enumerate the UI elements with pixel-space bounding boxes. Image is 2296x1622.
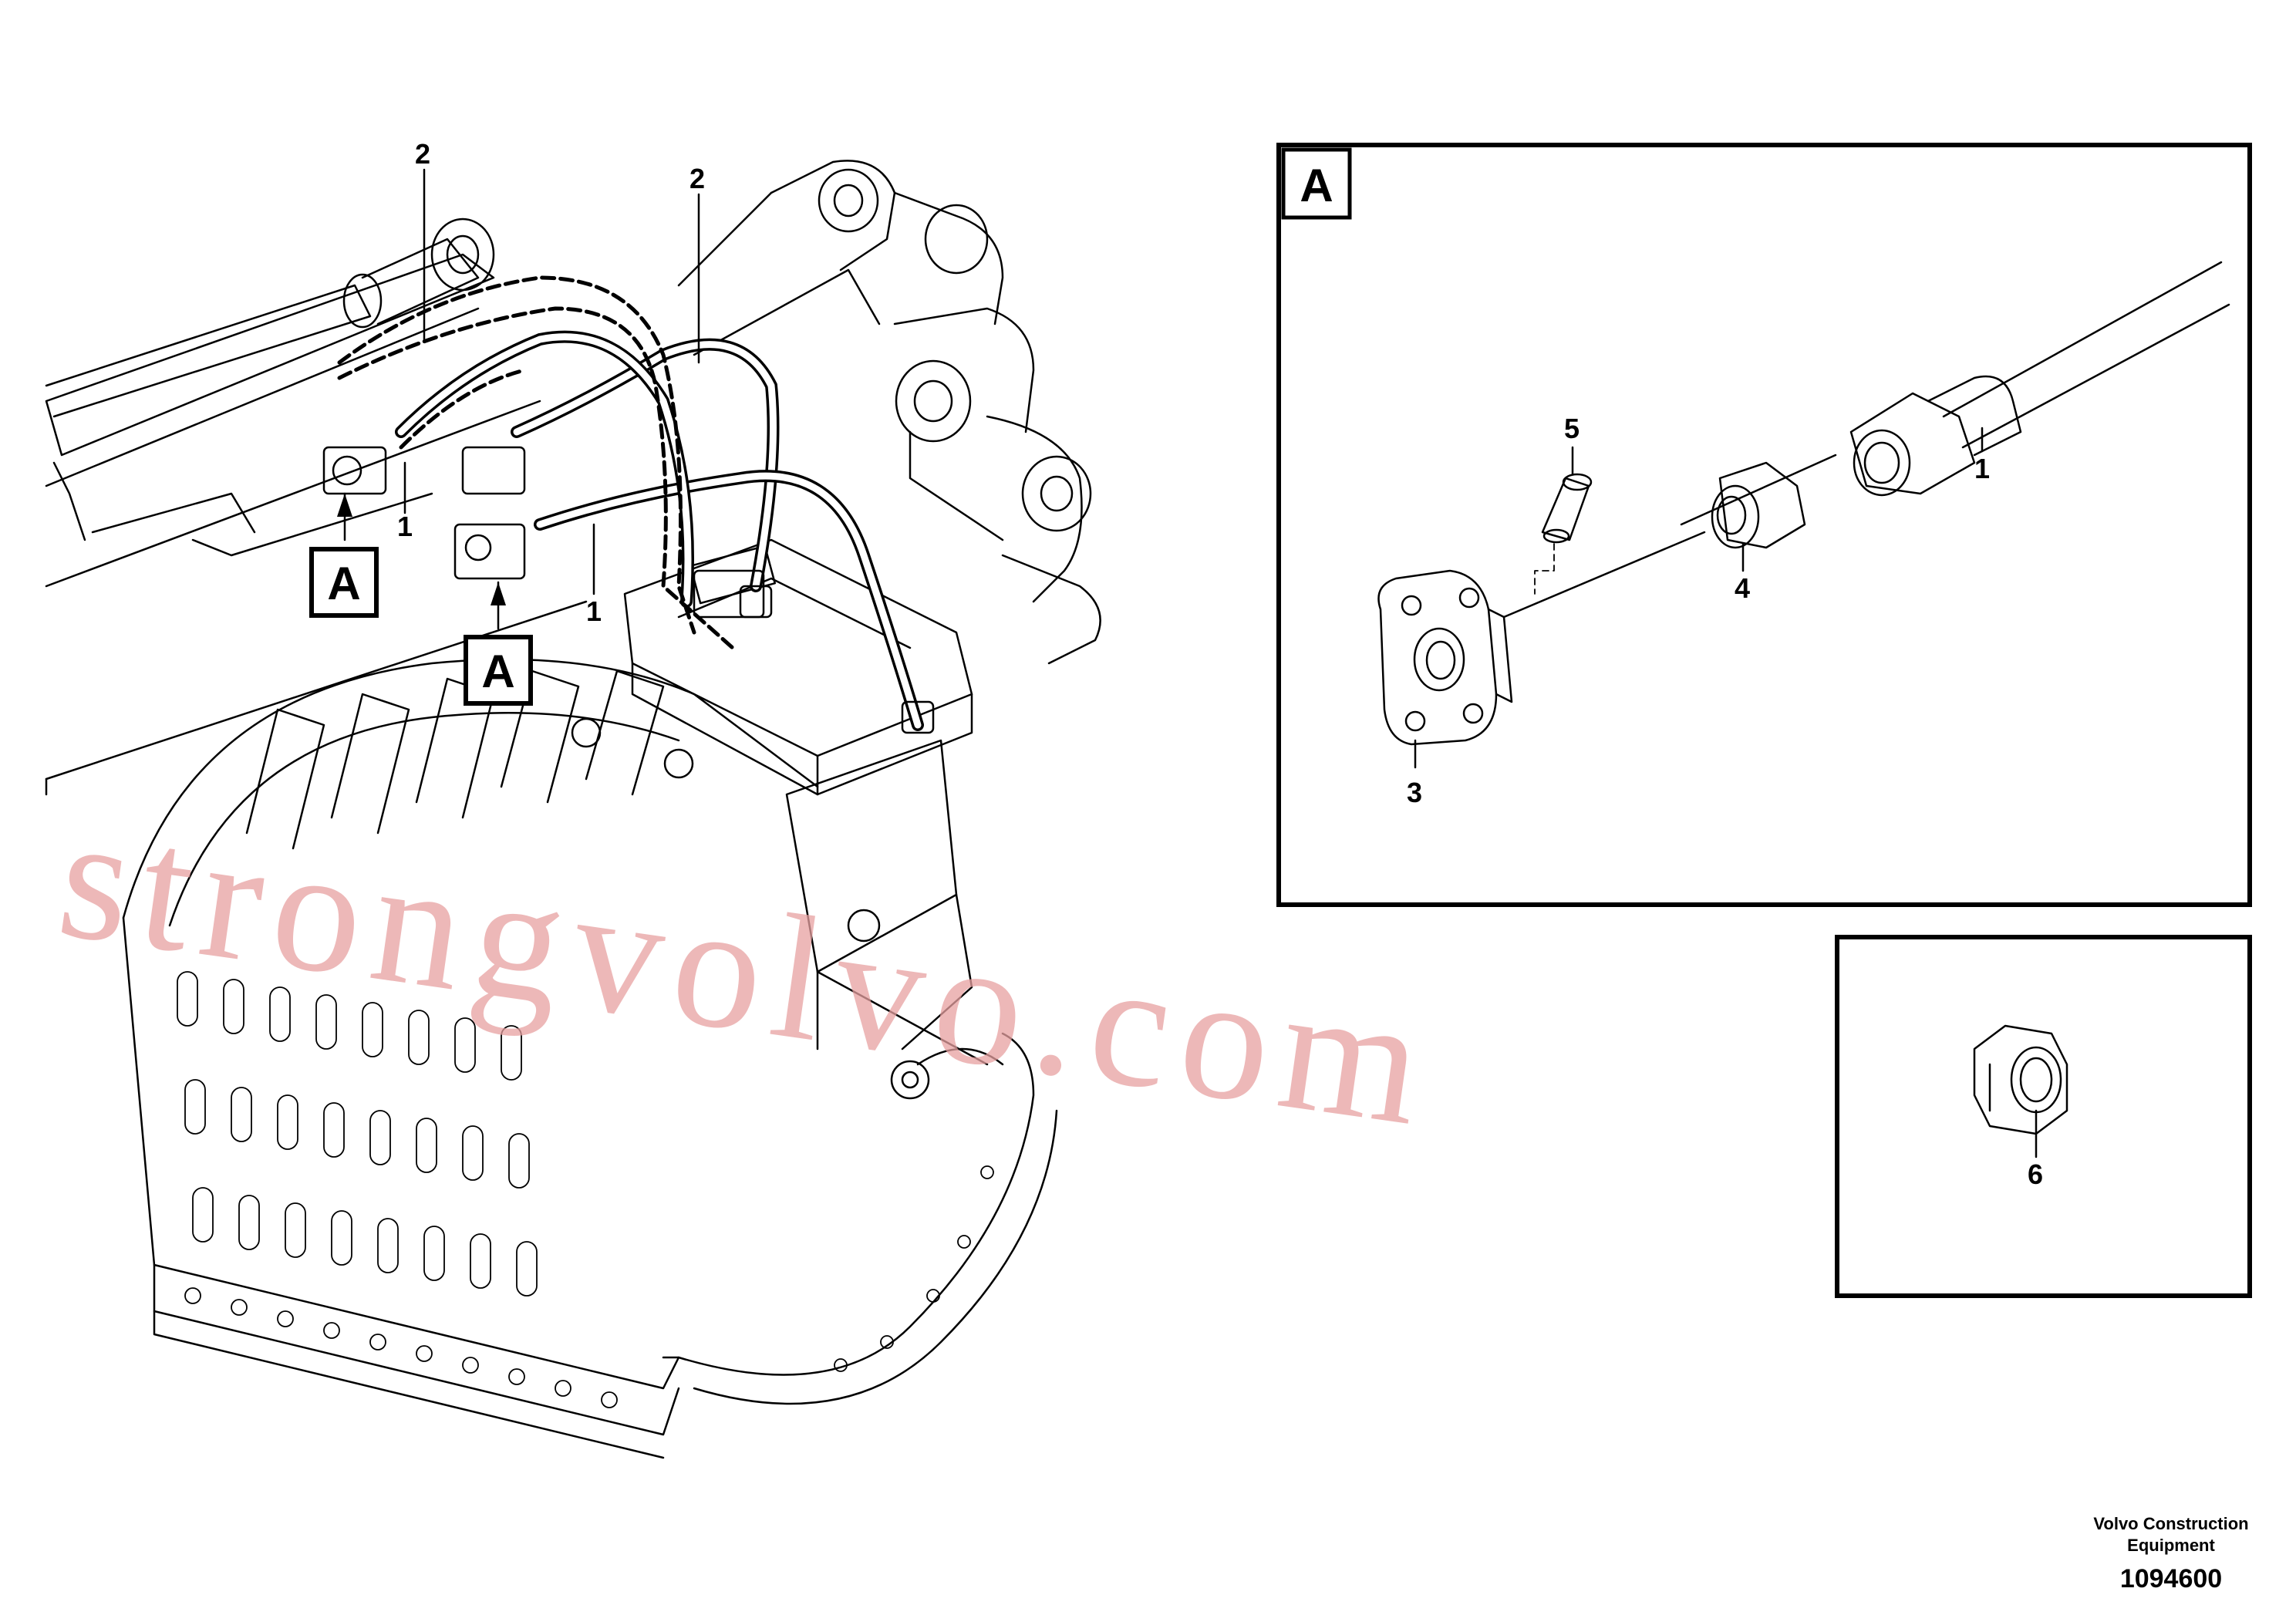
rotator-housing [623,538,973,1050]
callout-2-right-label: 2 [689,163,705,194]
callout-4-detail-label: 4 [1735,572,1750,604]
view-marker-a-right-label: A [481,646,514,697]
detail-view-a: A [1276,143,2252,907]
view-marker-a-left: A [309,492,379,618]
boom-cylinder [45,218,495,418]
watermark-text: strongvolvo.com [49,777,1445,1164]
callout-4-detail: 4 [1735,542,1750,604]
callout-2-left-label: 2 [415,138,430,170]
callout-1-right: 1 [586,523,602,627]
valve-blocks [322,446,935,734]
screw [1534,473,1593,595]
sorting-grapple [122,658,1058,1459]
callout-5-detail: 5 [1564,413,1580,476]
callout-1-detail-label: 1 [1974,453,1990,484]
callout-3-detail-label: 3 [1407,777,1422,808]
callout-2-left: 2 [415,138,430,341]
callout-1-right-label: 1 [586,595,602,627]
callout-6-detail: 6 [2028,1109,2043,1190]
callout-2-right: 2 [689,163,705,364]
callout-3-detail: 3 [1407,739,1422,808]
view-marker-a-left-label: A [327,558,360,609]
detail-view-a-label: A [1300,160,1333,211]
callout-1-detail: 1 [1974,427,1990,484]
title-block: Volvo Construction Equipment 1094600 [2093,1514,2248,1593]
callout-1-left-label: 1 [397,511,413,542]
flange [1377,569,1513,746]
hose-assembly [1680,261,2230,526]
callout-6-detail-label: 6 [2028,1158,2043,1190]
adapter-fitting [1502,461,1806,619]
linkage-bracket [677,160,1101,665]
detail-view-nut: 6 [1835,935,2252,1298]
view-marker-a-right: A [464,581,533,706]
drawing-number: 1094600 [2120,1564,2222,1593]
footer-company-line2: Equipment [2127,1536,2215,1555]
callout-1-left: 1 [397,461,413,542]
hydraulic-hoses [337,275,924,731]
footer-company-line1: Volvo Construction [2093,1514,2248,1533]
callout-5-detail-label: 5 [1564,413,1580,444]
boom-arm [45,253,588,796]
